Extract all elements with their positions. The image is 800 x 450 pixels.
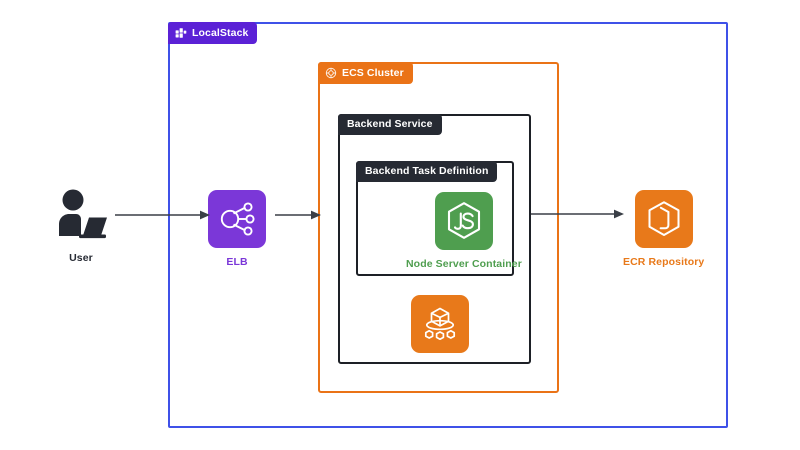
backend-task-definition-badge: Backend Task Definition xyxy=(356,161,498,182)
backend-task-definition-badge-label: Backend Task Definition xyxy=(365,165,489,178)
arrow-user-to-elb xyxy=(115,210,210,220)
arrow-backend-service-to-ecr xyxy=(531,209,624,219)
node-elb-label: ELB xyxy=(226,256,248,268)
node-user-label: User xyxy=(69,252,93,264)
localstack-badge: LocalStack xyxy=(168,22,258,44)
node-user: User xyxy=(52,186,110,264)
nodejs-icon xyxy=(434,192,493,250)
ecs-cluster-badge-label: ECS Cluster xyxy=(342,66,404,79)
backend-service-badge-label: Backend Service xyxy=(347,118,433,131)
localstack-badge-label: LocalStack xyxy=(192,26,249,39)
ecs-task-icon xyxy=(411,295,469,353)
ecs-cluster-icon xyxy=(325,67,337,79)
node-nodejs-container-label: Node Server Container xyxy=(406,258,522,270)
elastic-load-balancer-icon xyxy=(208,190,266,248)
ecs-cluster-boundary xyxy=(318,62,559,393)
localstack-logo-icon xyxy=(175,27,187,39)
node-elb: ELB xyxy=(208,190,266,268)
localstack-boundary xyxy=(168,22,728,428)
backend-service-badge: Backend Service xyxy=(338,114,442,135)
node-ecs-task xyxy=(411,295,469,353)
ecr-repository-icon xyxy=(634,190,693,248)
node-ecr-repository: ECR Repository xyxy=(623,190,704,268)
node-nodejs-container: Node Server Container xyxy=(406,192,522,270)
node-ecr-repository-label: ECR Repository xyxy=(623,256,705,268)
ecs-cluster-badge: ECS Cluster xyxy=(318,62,413,84)
user-at-laptop-icon xyxy=(52,186,110,244)
arrow-elb-to-ecs-cluster xyxy=(275,210,321,220)
